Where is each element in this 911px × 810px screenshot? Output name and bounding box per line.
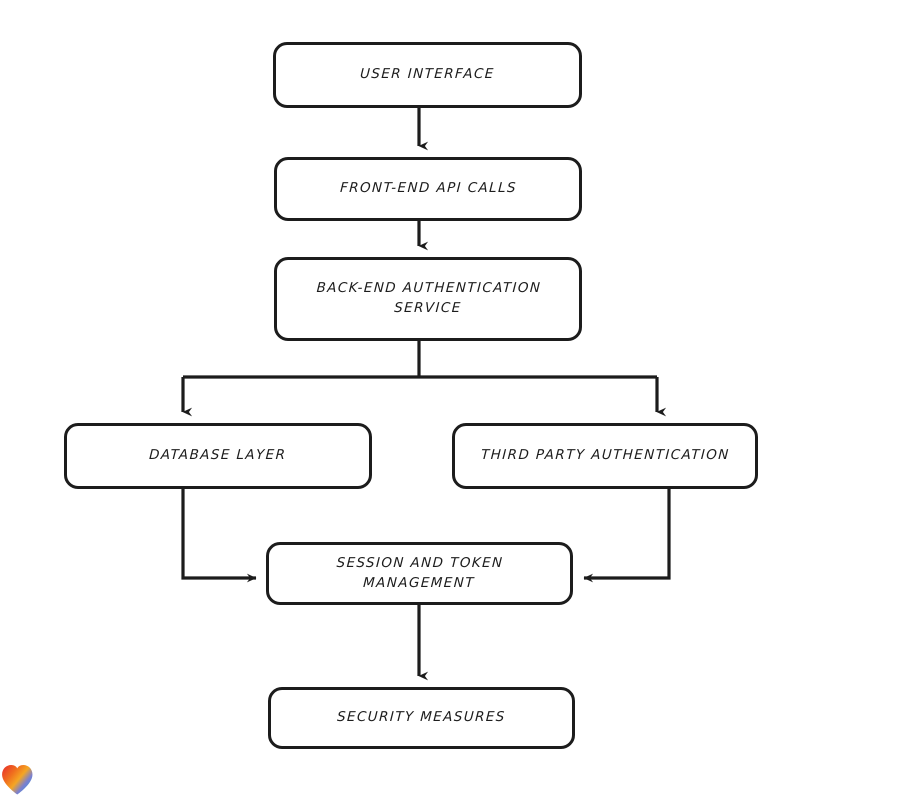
node-label-user-interface: USER INTERFACE — [359, 66, 496, 83]
node-database-layer[interactable]: DATABASE LAYER — [64, 423, 372, 489]
edge-database-to-session — [181, 489, 257, 583]
node-security-measures[interactable]: SECURITY MEASURES — [268, 687, 575, 749]
node-label-security-measures: SECURITY MEASURES — [336, 709, 507, 726]
node-front-end-api-calls[interactable]: FRONT-END API CALLS — [274, 157, 582, 221]
node-session-and-token-management[interactable]: SESSION AND TOKEN MANAGEMENT — [266, 542, 573, 605]
node-back-end-authentication-service[interactable]: BACK-END AUTHENTICATION SERVICE — [274, 257, 582, 341]
node-label-front-end-api-calls: FRONT-END API CALLS — [339, 180, 517, 197]
heart-icon — [2, 765, 33, 795]
node-user-interface[interactable]: USER INTERFACE — [273, 42, 582, 108]
node-third-party-authentication[interactable]: THIRD PARTY AUTHENTICATION — [452, 423, 758, 489]
edge-thirdparty-to-session — [583, 489, 671, 583]
node-label-database-layer: DATABASE LAYER — [148, 447, 288, 464]
node-label-third-party-authentication: THIRD PARTY AUTHENTICATION — [480, 447, 730, 464]
node-label-back-end-authentication-service: BACK-END AUTHENTICATION SERVICE — [315, 280, 542, 316]
node-label-session-and-token-management: SESSION AND TOKEN MANAGEMENT — [336, 554, 504, 591]
